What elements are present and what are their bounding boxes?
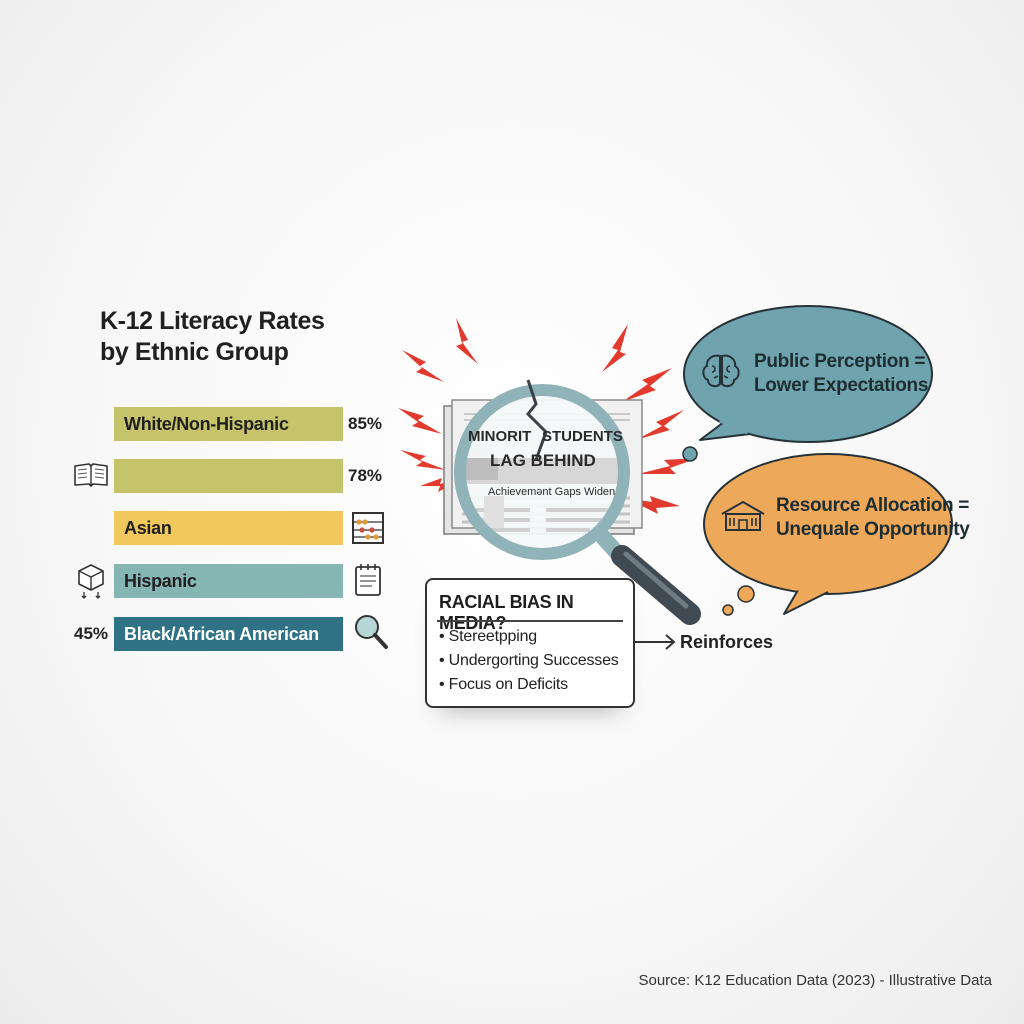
magnifying-glass [454,379,701,625]
perception-line2: Lower Expectations [754,375,929,396]
magnifier-icon [355,615,388,649]
chart-title-line2: by Ethnic Group [100,338,289,366]
bar-value-white: 85% [348,414,383,433]
abacus-icon [352,512,384,544]
headline-right: STUDENTS [542,428,623,445]
brain-icon [702,354,740,388]
resource-line2: Unequale Opportunity [776,519,970,540]
perception-bubble [682,305,933,462]
bar-value-black: 45% [74,624,109,643]
bar-label: Asian [124,517,172,538]
resource-bubble [703,453,953,615]
perception-text: Public Perception = Lower Expectations [754,350,928,398]
source-note: Source: K12 Education Data (2023) - Illu… [638,972,992,989]
bar-label: White/Non-Hispanic [124,413,289,434]
chart-title: K-12 Literacy Rates by Ethnic Group [100,306,325,368]
resource-line1: Resource Allocation = [776,495,970,516]
bias-item: • Undergorting Successes [439,652,619,669]
bar-white: White/Non-Hispanic [114,407,343,441]
bubble-dots [722,585,755,616]
bolt-icon [622,368,672,402]
bar-hispanic: Hispanic [114,564,343,598]
bolt-icon [636,410,684,440]
reinforces-label: Reinforces [680,632,774,652]
bar-label: Black/African American [124,623,319,644]
bolt-icon [602,324,628,372]
bar-label: Hispanic [124,570,197,591]
reinforces-arrow [634,634,676,650]
bolt-icon [638,458,698,474]
chart-title-line1: K-12 Literacy Rates [100,307,325,335]
bolt-icon [400,450,446,470]
bar-asian: Asian [114,511,343,545]
notepad-icon [355,564,381,596]
cube-icon [78,564,104,599]
bias-item: • Stereetpping [439,628,537,645]
resource-text: Resource Allocation = Unequale Opportuni… [776,494,970,542]
bias-box: RACIAL BIAS IN MEDIA? • Stereetpping • U… [425,578,635,708]
bias-box-title: RACIAL BIAS IN MEDIA? [439,592,574,633]
bar-value-unlabeled: 78% [348,466,383,485]
building-icon [721,500,765,531]
bolt-icon [402,350,444,382]
headline-left: MINORIT [468,428,532,445]
bar-unlabeled [114,459,343,493]
open-book-icon [74,463,108,487]
bar-black: Black/African American [114,617,343,651]
perception-line1: Public Perception = [754,351,926,372]
headline-subhead: Achievemənt Gaps Widen [488,486,616,498]
bolt-icon [456,318,478,364]
alarm-bolts [398,318,698,514]
bias-box-divider [437,620,623,622]
headline-main: LAG BEHIND [490,451,596,470]
bias-item: • Focus on Deficits [439,676,568,693]
bolt-icon [398,408,442,434]
